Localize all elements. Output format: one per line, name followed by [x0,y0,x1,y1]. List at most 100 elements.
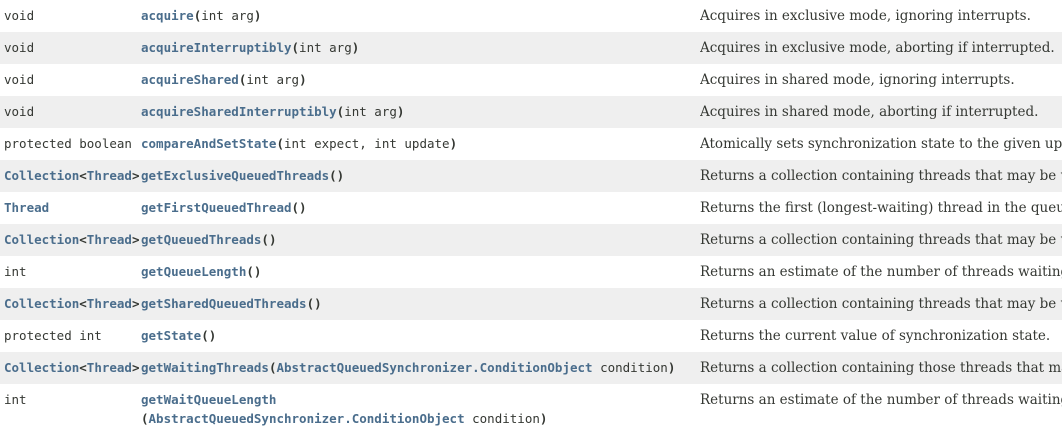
method-return-type: void [0,32,141,63]
method-name-link[interactable]: getSharedQueuedThreads [141,296,307,311]
parameter-text: int arg [246,72,300,87]
type-text: < [79,168,87,183]
method-name-link[interactable]: getQueueLength [141,264,247,279]
method-description: Acquires in exclusive mode, ignoring int… [700,8,1031,24]
method-name-link[interactable]: getWaitingThreads [141,360,269,375]
method-signature: getState() [141,320,700,351]
method-name-link[interactable]: acquireSharedInterruptibly [141,104,337,119]
type-text: < [79,296,87,311]
type-text: protected boolean [4,136,132,151]
method-return-type: void [0,0,141,31]
signature-punctuation: ( [238,72,247,87]
method-signature: getSharedQueuedThreads() [141,288,700,319]
signature-punctuation: () [246,264,262,279]
method-return-type: Collection<Thread> [0,352,141,383]
table-row: protected int getState()Returns the curre… [0,320,1062,352]
method-description: Returns a collection containing those th… [700,360,1062,376]
method-name-link[interactable]: acquireInterruptibly [141,40,292,55]
method-name-link[interactable]: getWaitQueueLength [141,392,277,407]
method-return-type: int [0,256,141,287]
method-name-link[interactable]: getExclusiveQueuedThreads [141,168,330,183]
method-description: Returns an estimate of the number of thr… [700,264,1062,280]
method-description: Returns the current value of synchroniza… [700,328,1051,344]
param-type-link[interactable]: AbstractQueuedSynchronizer.ConditionObje… [148,411,465,426]
method-name-link[interactable]: acquireShared [141,72,239,87]
type-link[interactable]: Thread [86,360,132,375]
signature-punctuation: ) [396,104,405,119]
signature-punctuation: ( [336,104,345,119]
method-signature: compareAndSetState(int expect, int updat… [141,128,700,159]
method-signature: acquire(int arg) [141,0,700,31]
type-link[interactable]: Collection [4,360,80,375]
signature-punctuation: ) [539,411,548,426]
param-type-link[interactable]: AbstractQueuedSynchronizer.ConditionObje… [276,360,593,375]
method-signature: getFirstQueuedThread() [141,192,700,223]
method-signature: getWaitingThreads(AbstractQueuedSynchron… [141,352,700,383]
method-description: Returns a collection containing threads … [700,232,1062,248]
signature-punctuation: () [306,296,322,311]
method-name-link[interactable]: compareAndSetState [141,136,277,151]
method-signature: acquireInterruptibly(int arg) [141,32,700,63]
signature-punctuation: ) [667,360,676,375]
method-return-type: void [0,96,141,127]
method-return-type: protected int [0,320,141,351]
type-text: protected int [4,328,102,343]
type-text: void [4,8,35,23]
method-description: Returns the first (longest-waiting) thre… [700,200,1062,216]
type-link[interactable]: Collection [4,296,80,311]
type-text: < [79,360,87,375]
parameter-text: int arg [201,8,254,23]
table-row: Collection<Thread>getQueuedThreads() Retu… [0,224,1062,256]
method-return-type: protected boolean [0,128,141,159]
method-signature: getQueueLength() [141,256,700,287]
method-name-link[interactable]: getState [141,328,202,343]
method-signature: acquireSharedInterruptibly(int arg) [141,96,700,127]
type-link[interactable]: Thread [86,296,132,311]
method-signature: getExclusiveQueuedThreads() [141,160,700,191]
signature-punctuation: ( [276,136,284,151]
type-text: > [131,232,140,247]
parameter-text: int arg [344,104,397,119]
type-text: void [4,104,35,119]
signature-punctuation: ( [193,8,202,23]
method-return-type: Collection<Thread> [0,288,141,319]
method-name-link[interactable]: getFirstQueuedThread [141,200,292,215]
type-text: int [4,392,27,407]
type-text: > [131,168,140,183]
type-link[interactable]: Thread [4,200,50,215]
parameter-text: condition [592,360,668,375]
method-return-type: void [0,64,141,95]
type-link[interactable]: Collection [4,168,80,183]
signature-punctuation: ) [253,8,262,23]
table-row: Collection<Thread>getSharedQueuedThreads… [0,288,1062,320]
method-description: Acquires in exclusive mode, aborting if … [700,40,1055,56]
method-signature: getWaitQueueLength (AbstractQueuedSynchro… [141,384,700,434]
signature-punctuation: ( [141,411,149,426]
signature-punctuation: () [329,168,345,183]
method-name-link[interactable]: acquire [141,8,194,23]
method-name-link[interactable]: getQueuedThreads [141,232,262,247]
signature-punctuation: ) [299,72,307,87]
method-description: Acquires in shared mode, ignoring interr… [700,72,1015,88]
signature-punctuation: ) [449,136,458,151]
method-return-type: int [0,384,141,415]
signature-punctuation: () [261,232,277,247]
type-text: int [4,264,27,279]
table-row: protected boolean compareAndSetState(int … [0,128,1062,160]
method-description: Returns a collection containing threads … [700,168,1062,184]
method-description: Acquires in shared mode, aborting if int… [700,104,1039,120]
type-link[interactable]: Thread [86,168,132,183]
type-text: > [131,360,140,375]
signature-punctuation: ( [268,360,277,375]
type-link[interactable]: Collection [4,232,80,247]
table-row: Thread getFirstQueuedThread()Returns the … [0,192,1062,224]
parameter-text: condition [464,411,540,426]
type-text: < [79,232,87,247]
type-link[interactable]: Thread [86,232,132,247]
method-description: Returns an estimate of the number of thr… [700,392,1062,408]
